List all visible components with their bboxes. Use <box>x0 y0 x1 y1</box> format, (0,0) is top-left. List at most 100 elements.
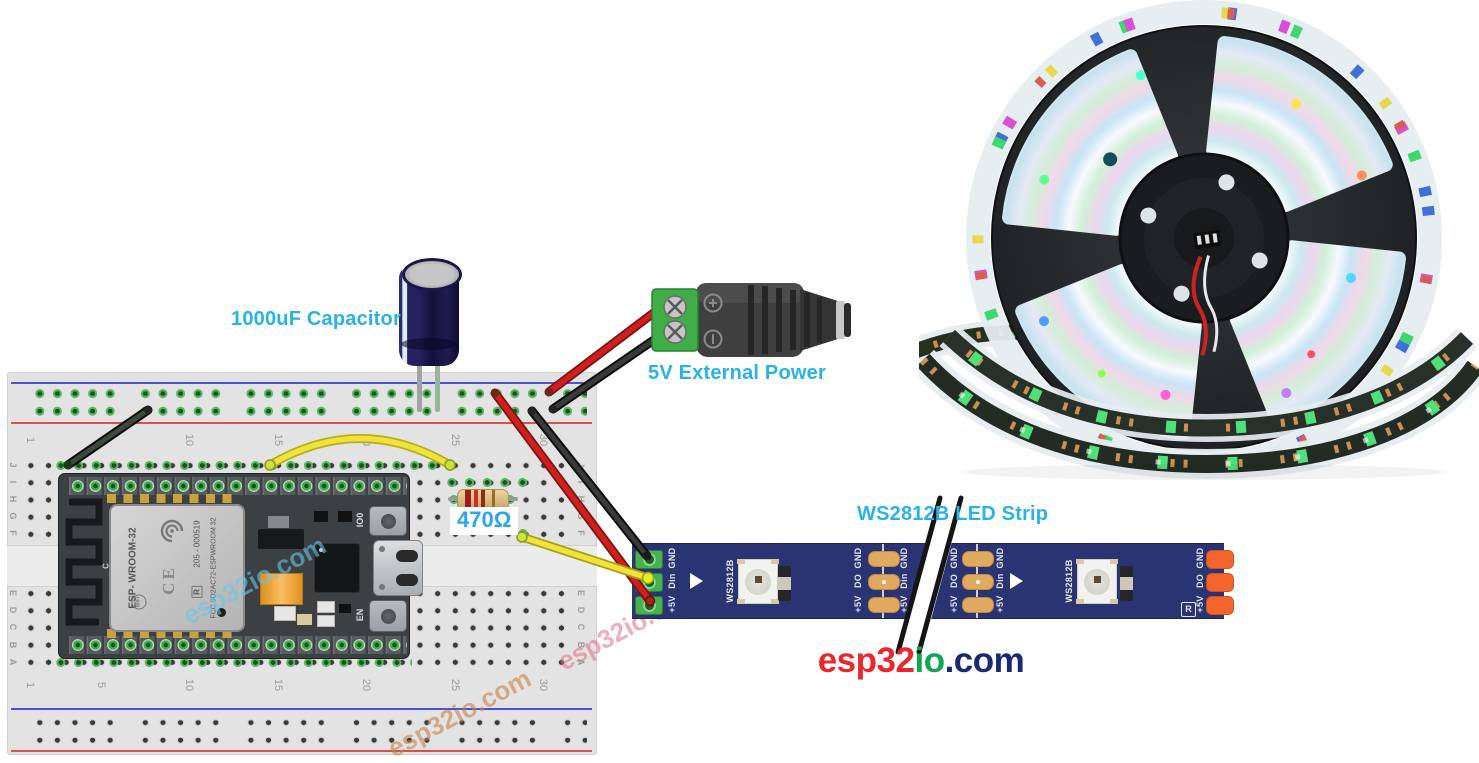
solder-pad <box>868 597 900 613</box>
rail-gap-mask <box>31 714 587 750</box>
pad-label: +5V <box>899 595 909 613</box>
logo-io: io <box>914 641 945 680</box>
direction-arrow-icon <box>1010 573 1023 589</box>
led-pad <box>771 599 779 604</box>
pad-label: +5V <box>667 595 677 613</box>
pad-label: +5V <box>853 595 863 613</box>
col-number: 30 <box>537 433 549 447</box>
ws2812b-led <box>1076 559 1118 604</box>
usb-uart-chip <box>314 543 360 593</box>
solder-pad <box>962 574 994 590</box>
resistor-label: 470Ω <box>450 507 519 535</box>
en-label: EN <box>355 608 365 622</box>
resistor-band <box>481 490 485 510</box>
led-pad <box>1076 599 1084 604</box>
strip-pad-din <box>635 573 663 592</box>
esp32-bottom-pins <box>69 636 407 654</box>
usb-slot <box>396 550 418 562</box>
row-letter: J <box>576 462 586 468</box>
led-pad <box>1076 559 1084 564</box>
hub-white-wire <box>1203 255 1219 353</box>
resistor-band <box>474 490 478 510</box>
plus-symbol-icon <box>709 299 717 307</box>
row-letter: I <box>576 480 586 484</box>
col-number: 5 <box>95 681 107 689</box>
smd-component <box>274 606 296 621</box>
col-number: 15 <box>272 433 284 447</box>
row-letter: D <box>576 606 586 614</box>
pad-label: GND <box>949 547 959 569</box>
site-logo: esp32io.com <box>816 641 1026 681</box>
bottom-rail-holes <box>31 714 587 750</box>
smd-component <box>339 604 351 613</box>
led-reel-photo <box>919 0 1479 480</box>
micro-usb-port <box>373 540 423 596</box>
pad-label: GND <box>995 547 1005 569</box>
strip-label: WS2812B LED Strip <box>857 503 1049 525</box>
direction-arrow-icon <box>690 573 703 589</box>
col-number: 20 <box>360 678 372 692</box>
ws2812b-led <box>737 559 779 604</box>
tantalum-capacitor <box>260 573 303 605</box>
regulator-tab <box>268 516 289 528</box>
esp32-gold-pads-top <box>107 494 239 503</box>
capacitor-crimp <box>401 338 457 350</box>
col-number: 1 <box>24 436 36 444</box>
top-rail-red-line <box>11 422 592 424</box>
row-letter: J <box>8 462 18 468</box>
top-rail-blue-line <box>11 382 592 384</box>
pad-label: DO <box>853 573 863 589</box>
led-pad <box>737 559 745 564</box>
col-number: 20 <box>360 433 372 447</box>
row-letter: G <box>8 512 18 520</box>
pad-label: +5V <box>949 595 959 613</box>
smd-component <box>314 511 328 522</box>
terminal-screw <box>663 295 687 319</box>
usb-slot <box>396 574 418 586</box>
reflection <box>964 464 1444 480</box>
row-letter: D <box>8 606 18 614</box>
flange-hole <box>1103 152 1118 167</box>
solder-pad <box>868 574 900 590</box>
hub-red-wire <box>1191 255 1208 356</box>
col-number: 25 <box>449 678 461 692</box>
col-number: 25 <box>449 433 461 447</box>
rail-gap-mask <box>31 385 587 421</box>
pad-label: Din <box>667 573 677 589</box>
row-letter: E <box>576 589 586 597</box>
swirl-logo-icon <box>160 519 184 543</box>
solder-pad <box>962 551 994 567</box>
pad-label: +5V <box>1195 595 1205 613</box>
front-coil-back-loop <box>939 325 1478 443</box>
row-letter: C <box>8 623 18 631</box>
esp32-top-pins <box>69 477 407 495</box>
row-letter: F <box>576 530 586 536</box>
esp32-devkit-board: C ESP- WROOM-32 CE 205 - 000519 R FCC 9D… <box>58 473 423 659</box>
capacitor-leg <box>417 360 422 412</box>
led-glints <box>1039 70 1367 400</box>
bottom-rail-blue-line <box>11 708 592 710</box>
smd-component <box>317 615 335 627</box>
led-pad <box>771 559 779 564</box>
solder-pad <box>962 597 994 613</box>
strip-pad-gnd <box>635 550 663 569</box>
row-letter: B <box>8 641 18 649</box>
connector-ribs <box>748 285 822 355</box>
wifi-logo-icon: WIFI <box>131 594 147 610</box>
col-number: 1 <box>24 681 36 689</box>
strip-capacitor <box>778 566 791 601</box>
row-letter: C <box>576 623 586 631</box>
pad-label: GND <box>1195 547 1205 569</box>
pad-label: Din <box>899 573 909 589</box>
row-letter: H <box>576 495 586 503</box>
solder-pad <box>868 551 900 567</box>
usb-screw <box>379 584 385 590</box>
top-rail-holes <box>31 385 587 421</box>
usb-screw <box>379 546 385 552</box>
screw-terminal-block <box>651 288 699 352</box>
col-number: 10 <box>183 678 195 692</box>
col-number: 10 <box>183 433 195 447</box>
chip-dot <box>319 548 323 552</box>
pad-label: DO <box>949 573 959 589</box>
shield-dot <box>217 608 226 617</box>
